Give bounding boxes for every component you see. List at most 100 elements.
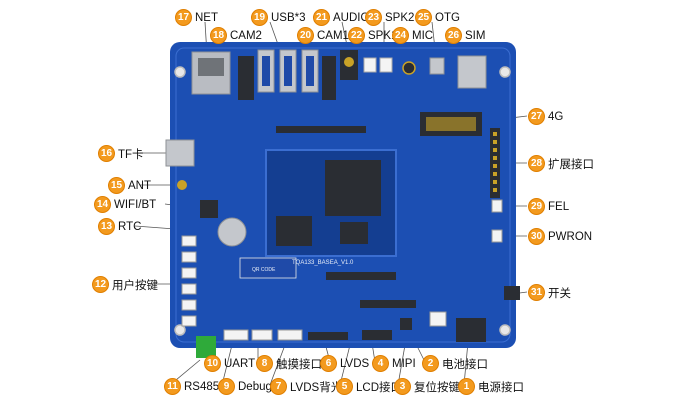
callout-number: 15 [108, 177, 125, 194]
uart-connector [251, 329, 273, 341]
qr-code-area [239, 257, 297, 279]
callout-number: 10 [204, 355, 221, 372]
4g-module-contacts [426, 117, 476, 131]
reset-button [400, 318, 412, 330]
callout-label: PWRON [548, 230, 593, 243]
callout-net: 17 NET [175, 9, 218, 26]
callout-number: 13 [98, 218, 115, 235]
mic-element [402, 61, 416, 75]
callout-number: 12 [92, 276, 109, 293]
callout-ant: 15 ANT [108, 177, 151, 194]
callout-number: 23 [365, 9, 382, 26]
callout-label: CAM1 [317, 29, 349, 42]
callout-user-buttons: 12 用户按键 [92, 276, 158, 293]
callout-label: NET [195, 11, 218, 24]
memory-chip [276, 216, 312, 246]
callout-mic: 24 MIC [392, 27, 433, 44]
sim-card-holder [457, 55, 487, 89]
usb-port-3-insert [306, 56, 314, 86]
callout-number: 25 [415, 9, 432, 26]
callout-number: 16 [98, 145, 115, 162]
callout-label: LCD接口 [356, 381, 403, 394]
callout-number: 21 [313, 9, 330, 26]
pcb-edge-outline [175, 47, 511, 343]
callout-label: AUDIO [333, 11, 370, 24]
callout-label: WIFI/BT [114, 198, 157, 211]
callout-lvds-backlight: 7 LVDS背光 [270, 378, 342, 395]
callout-expansion: 28 扩展接口 [528, 155, 594, 172]
callout-otg: 25 OTG [415, 9, 460, 26]
callout-label: 开关 [548, 287, 571, 300]
rs485-terminal [196, 336, 216, 358]
callout-sim: 26 SIM [445, 27, 485, 44]
otg-connector [429, 57, 445, 75]
callout-label: RTC [118, 220, 142, 233]
callout-wifi-bt: 14 WIFI/BT [94, 196, 156, 213]
callout-label: FEL [548, 200, 570, 213]
callout-rs485: 11 RS485 [164, 378, 219, 395]
callout-label: 扩展接口 [548, 158, 594, 171]
callout-number: 7 [270, 378, 287, 395]
soc-chip [325, 160, 381, 216]
callout-number: 1 [458, 378, 475, 395]
callout-number: 4 [372, 355, 389, 372]
rtc-battery [217, 217, 247, 247]
callout-number: 18 [210, 27, 227, 44]
spk1-connector [363, 57, 377, 73]
callout-label: 电源接口 [478, 381, 524, 394]
callout-number: 26 [445, 27, 462, 44]
audio-jack-ring [344, 57, 354, 67]
callout-number: 29 [528, 198, 545, 215]
callout-switch: 31 开关 [528, 284, 571, 301]
callout-label: RS485 [184, 380, 220, 393]
callout-number: 19 [251, 9, 268, 26]
callout-label: MIPI [392, 357, 416, 370]
callout-number: 5 [336, 378, 353, 395]
callout-number: 17 [175, 9, 192, 26]
callout-usb: 19 USB*3 [251, 9, 306, 26]
callout-number: 24 [392, 27, 409, 44]
pwron-button [491, 229, 503, 243]
callout-number: 22 [348, 27, 365, 44]
callout-label: LVDS背光 [290, 381, 343, 394]
callout-lcd: 5 LCD接口 [336, 378, 402, 395]
callout-spk2: 23 SPK2 [365, 9, 414, 26]
callout-touch: 8 触摸接口 [256, 355, 322, 372]
callout-label: 用户按键 [112, 279, 158, 292]
callout-label: SPK1 [368, 29, 398, 42]
callout-4g: 27 4G [528, 108, 563, 125]
callout-cam1: 20 CAM1 [297, 27, 349, 44]
callout-label: TF卡 [118, 148, 144, 161]
callout-number: 30 [528, 228, 545, 245]
callout-label: ANT [128, 179, 151, 192]
qr-silkscreen-label: QR CODE [252, 267, 276, 273]
callout-cam2: 18 CAM2 [210, 27, 262, 44]
callout-pwron: 30 PWRON [528, 228, 592, 245]
callout-mipi: 4 MIPI [372, 355, 416, 372]
callout-label: UART [224, 357, 256, 370]
mounting-holes [174, 66, 511, 336]
callout-number: 11 [164, 378, 181, 395]
expansion-header [490, 128, 500, 198]
callout-uart: 10 UART [204, 355, 255, 372]
expansion-header-pins [493, 132, 497, 192]
callout-number: 28 [528, 155, 545, 172]
board-silkscreen-label: TQA133_BASEA_V1.0 [292, 260, 354, 266]
cam2-connector [238, 56, 254, 100]
usb-port-2-insert [284, 56, 292, 86]
callout-label: 4G [548, 110, 564, 123]
gpio-header-row [326, 272, 396, 280]
user-buttons [181, 235, 197, 327]
callout-label: SIM [465, 29, 486, 42]
cam1-connector [322, 56, 336, 100]
callout-number: 14 [94, 196, 111, 213]
callout-label: USB*3 [271, 11, 306, 24]
callout-reset: 3 复位按键 [394, 378, 460, 395]
battery-connector [429, 311, 447, 327]
callout-debug: 9 Debug [218, 378, 272, 395]
callout-rtc: 13 RTC [98, 218, 141, 235]
callout-number: 20 [297, 27, 314, 44]
callout-label: LVDS [340, 357, 370, 370]
